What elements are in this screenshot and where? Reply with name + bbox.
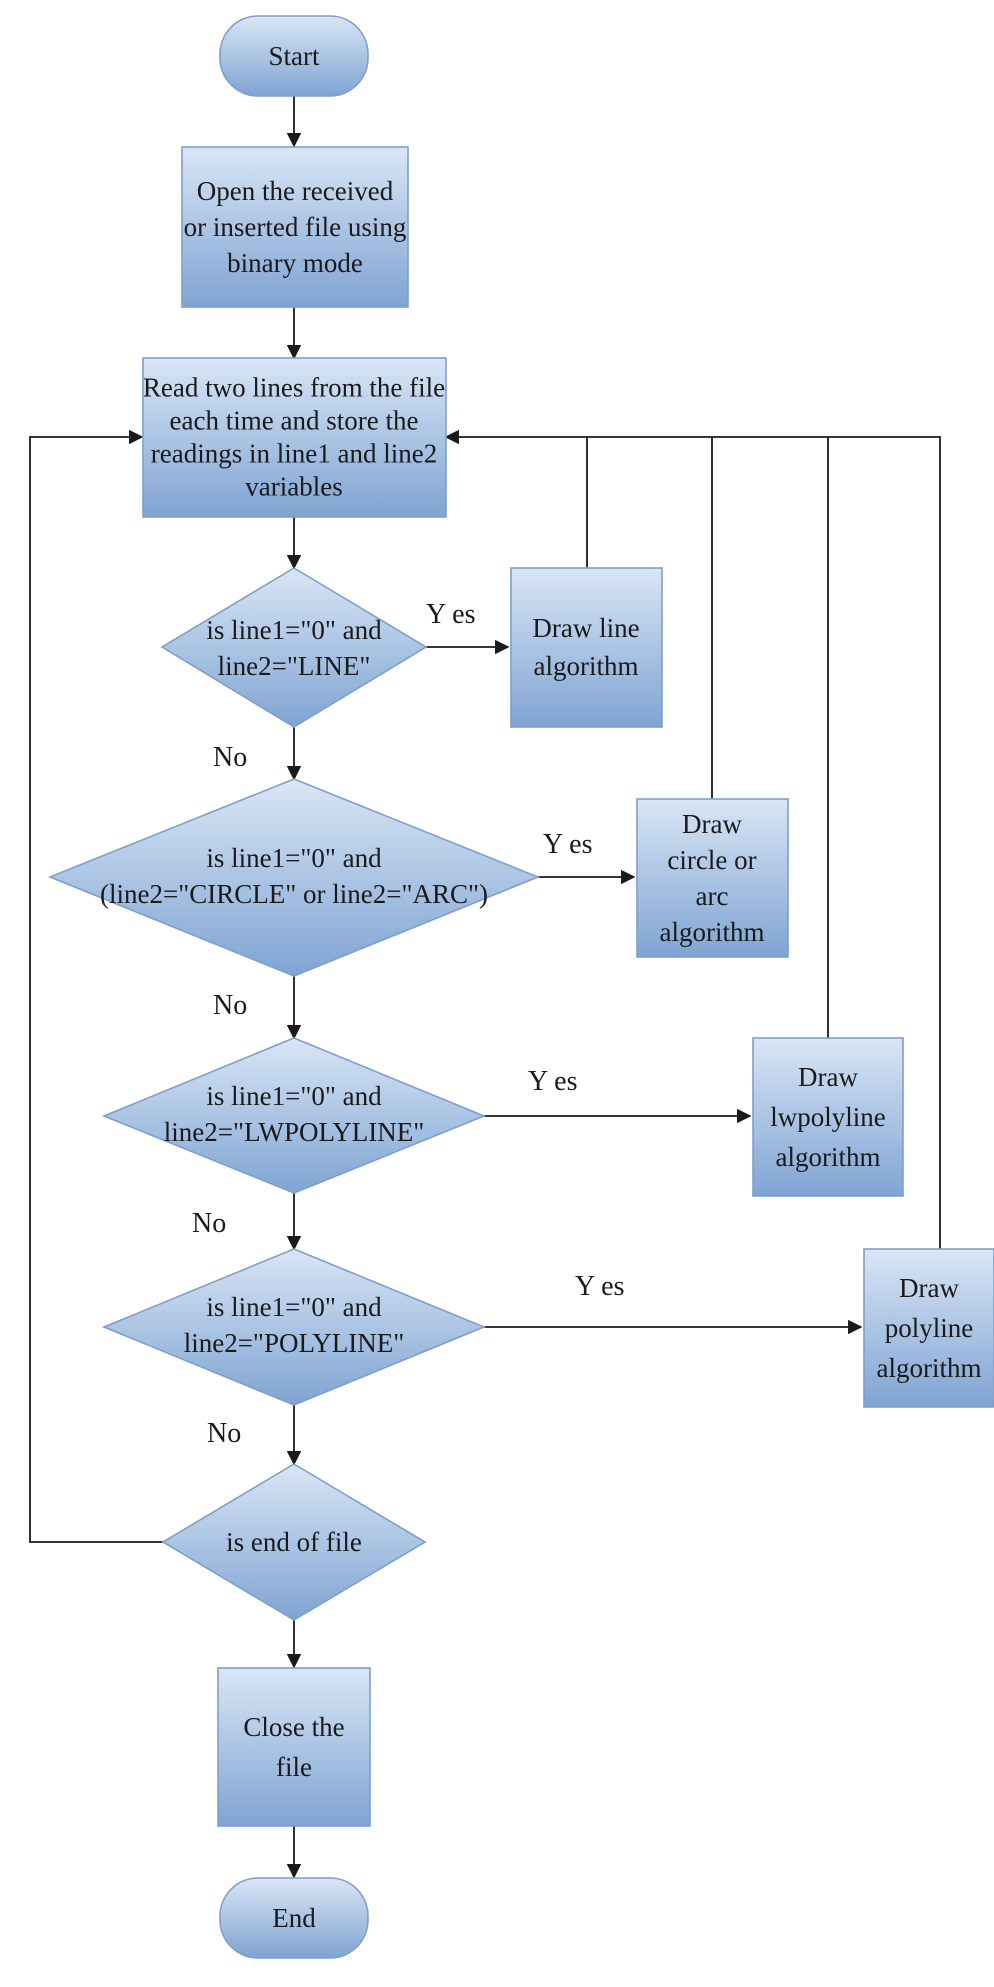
draw-circle-label: Draw circle or arc algorithm [660, 809, 765, 947]
node-label-line: variables [245, 472, 342, 502]
draw-circle-box [636, 798, 789, 958]
no-label-line: No [213, 742, 247, 773]
node-label-line: algorithm [660, 917, 765, 947]
check-circle-label: is line1="0" and (line2="CIRCLE" or line2… [100, 843, 488, 909]
node-label-line: algorithm [534, 651, 639, 681]
node-label-line: Start [269, 41, 320, 71]
no-label-circle: No [213, 990, 247, 1021]
check-eof-label: is end of file [226, 1527, 362, 1557]
end-label: End [272, 1903, 316, 1933]
node-label-line: line2="LINE" [218, 651, 371, 681]
draw-line-box [510, 567, 663, 728]
node-label-line: Draw [682, 809, 742, 839]
node-label-line: Draw [798, 1062, 858, 1092]
node-label-line: Draw [899, 1273, 959, 1303]
start-label: Start [269, 41, 320, 71]
flowchart-nodes [47, 15, 994, 1959]
node-label-line: Read two lines from the file [143, 373, 445, 403]
flowchart-edge-labels: Y es Y es Y es Y es No No No No [192, 599, 625, 1449]
node-label-line: End [272, 1903, 316, 1933]
node-label-line: each time and store the [170, 406, 419, 436]
node-label-line: Close the [243, 1712, 344, 1742]
node-label-line: is line1="0" and [206, 843, 382, 873]
node-label-line: line2="LWPOLYLINE" [164, 1117, 425, 1147]
node-label-line: Open the received [197, 176, 394, 206]
node-label-line: file [276, 1752, 312, 1782]
node-label-line: is line1="0" and [206, 1081, 382, 1111]
edge-draw-polyline-back [444, 429, 941, 1249]
close-file-box [217, 1667, 371, 1827]
yes-label-circle: Y es [543, 829, 593, 860]
node-label-line: Draw line [532, 613, 639, 643]
node-label-line: is end of file [226, 1527, 362, 1557]
node-label-line: algorithm [877, 1353, 982, 1383]
draw-lwpolyline-box [752, 1037, 904, 1197]
yes-label-polyline: Y es [575, 1271, 625, 1302]
yes-label-lwpolyline: Y es [528, 1066, 578, 1097]
node-label-line: circle or [667, 845, 756, 875]
node-label-line: is line1="0" and [206, 615, 382, 645]
node-label-line: polyline [885, 1313, 974, 1343]
start-terminal [219, 15, 369, 97]
node-label-line: line2="POLYLINE" [184, 1328, 405, 1358]
flowchart-node-texts: Start Open the received or inserted file … [100, 41, 982, 1933]
flowchart-edges [29, 96, 941, 1879]
check-lwpolyline-label: is line1="0" and line2="LWPOLYLINE" [164, 1081, 425, 1147]
check-line-label: is line1="0" and line2="LINE" [206, 615, 382, 681]
node-label-line: readings in line1 and line2 [151, 439, 437, 469]
node-label-line: binary mode [227, 248, 363, 278]
edge-eof-no-loop [29, 429, 163, 1543]
draw-polyline-label: Draw polyline algorithm [877, 1273, 982, 1383]
draw-polyline-box [863, 1248, 994, 1408]
close-file-label: Close the file [243, 1712, 344, 1782]
node-label-line: or inserted file using [184, 212, 407, 242]
node-label-line: is line1="0" and [206, 1292, 382, 1322]
no-label-lwpolyline: No [192, 1208, 226, 1239]
node-label-line: arc [696, 881, 729, 911]
check-line-decision [160, 567, 428, 728]
check-eof-decision [161, 1463, 427, 1621]
open-file-label: Open the received or inserted file using b… [184, 176, 407, 278]
no-label-polyline: No [207, 1418, 241, 1449]
yes-label-line: Y es [426, 599, 476, 630]
node-label-line: (line2="CIRCLE" or line2="ARC") [100, 879, 488, 909]
draw-lwpolyline-label: Draw lwpolyline algorithm [770, 1062, 886, 1172]
read-lines-box [142, 357, 447, 518]
open-file-box [181, 146, 409, 308]
check-polyline-label: is line1="0" and line2="POLYLINE" [184, 1292, 405, 1358]
draw-line-label: Draw line algorithm [532, 613, 639, 681]
check-circle-decision [47, 778, 541, 977]
node-label-line: algorithm [776, 1142, 881, 1172]
node-label-line: lwpolyline [770, 1102, 886, 1132]
end-terminal [219, 1877, 369, 1959]
check-lwpolyline-decision [101, 1037, 487, 1194]
check-polyline-decision [101, 1248, 487, 1406]
